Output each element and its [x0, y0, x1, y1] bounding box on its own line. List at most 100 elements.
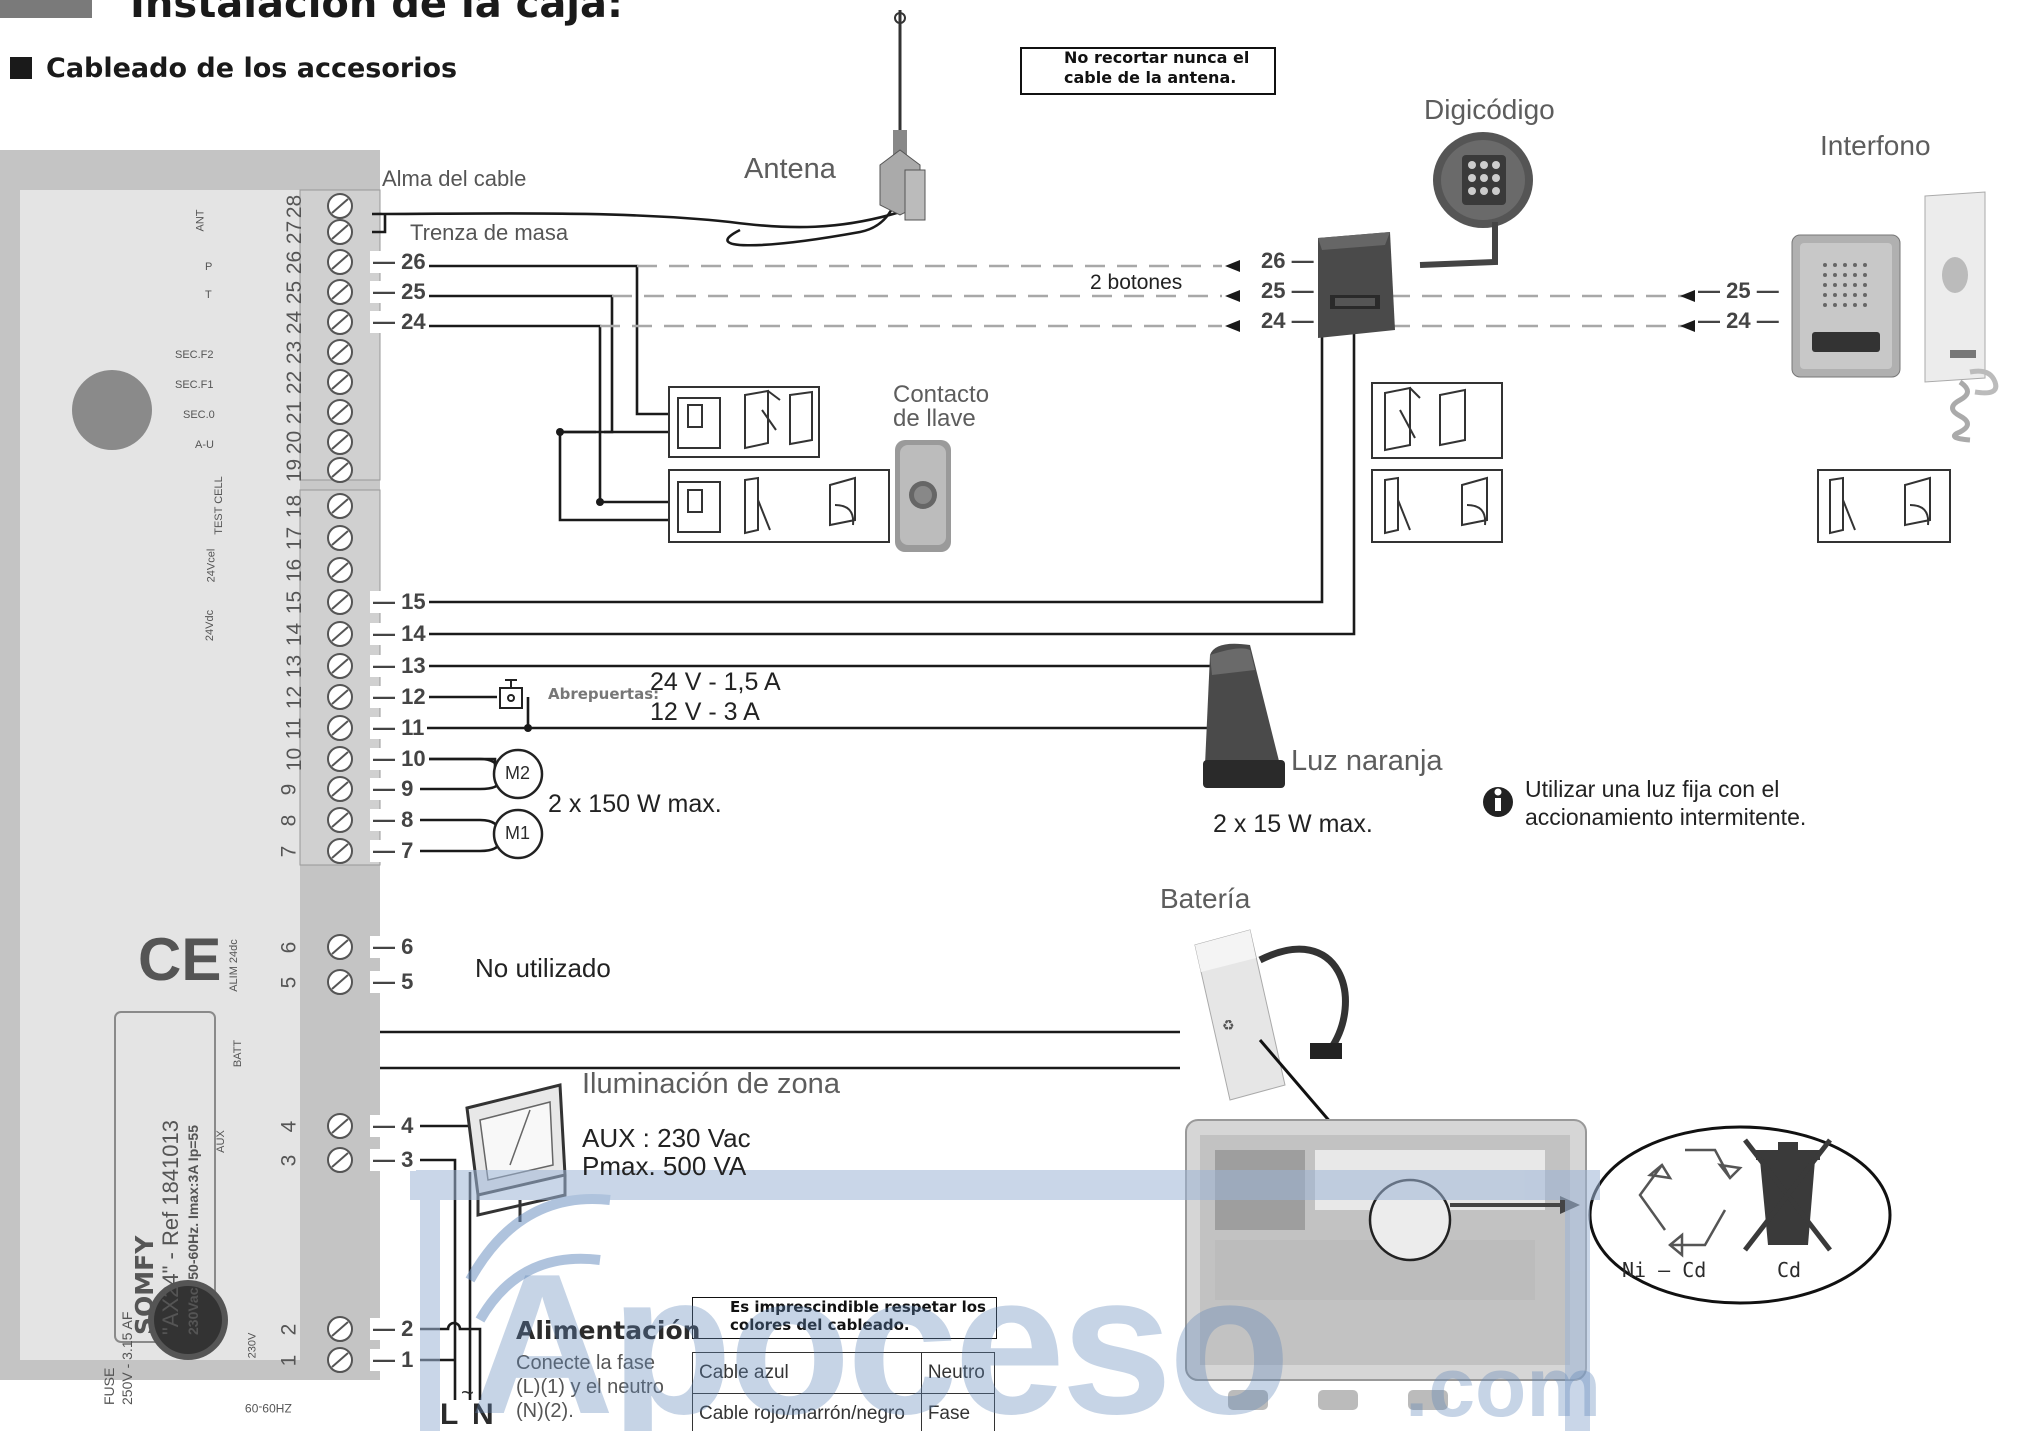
cable-cell: Cable azul: [692, 1352, 922, 1394]
page-title: Instalación de la caja:: [130, 0, 624, 27]
key-contact-label-line2: de llave: [893, 405, 976, 432]
screw-slot-10: [331, 751, 349, 767]
battery-pack: ♻: [1194, 929, 1349, 1101]
orange-light-power: 2 x 15 W max.: [1213, 810, 1373, 838]
wire-label-15: — 15: [370, 591, 429, 613]
terminal-number-14: 14: [283, 622, 307, 647]
side-label-24vdc: 24Vdc: [204, 609, 217, 642]
wire-label-11: — 11: [370, 717, 428, 739]
power-supply-title: Alimentación: [516, 1316, 701, 1345]
wire-label-6: — 6: [370, 936, 417, 958]
motor-m2: [492, 748, 544, 800]
mounting-hole: [72, 370, 152, 450]
digicode-wire-label-24: 24 —: [1258, 310, 1317, 332]
wire-label-26: — 26: [370, 251, 429, 273]
info-note-line2: accionamiento intermitente.: [1525, 804, 1807, 830]
intercom-wire-label-24: — 24 —: [1695, 310, 1782, 332]
wire-label-12: — 12: [370, 686, 429, 708]
table-row: Cable azul Neutro: [692, 1352, 996, 1394]
wire-label-10: — 10: [370, 748, 429, 770]
screw-slot-11: [331, 720, 349, 736]
svg-text:♻: ♻: [1222, 1018, 1235, 1034]
board-model: "AX24" - Ref 1841013: [158, 1120, 183, 1335]
motor-m2-label: M2: [505, 763, 531, 783]
contact-symbol-1: [668, 386, 820, 458]
screw-slot-18: [331, 498, 349, 514]
watermark-suffix: .com: [1405, 1340, 1602, 1431]
digicode-contact-symbol-2: [1371, 469, 1503, 543]
digicode-keypad: [1419, 132, 1533, 268]
wire-label-9: — 9: [370, 778, 417, 800]
screw-slot-2: [331, 1321, 349, 1337]
screw-slot-14: [331, 626, 349, 642]
terminal-number-3: 3: [277, 1154, 301, 1167]
orange-light-lamp: [1203, 643, 1285, 788]
intercom-wire-label-25: — 25 —: [1695, 280, 1782, 302]
wire-label-25: — 25: [370, 281, 429, 303]
use-cell: Fase: [920, 1393, 996, 1431]
fuse-label-rotated: FUSE 250V - 3.15 AF: [98, 1255, 158, 1405]
cable-colors-table: Cable azul Neutro Cable rojo/marrón/negr…: [692, 1352, 996, 1431]
digicode-wire-label-25: 25 —: [1258, 280, 1317, 302]
fuse-label-2: 250V - 3.15 AF: [119, 1311, 135, 1405]
screw-slot-23: [331, 344, 349, 360]
wire-14: [420, 330, 1356, 636]
wire-2: [420, 1321, 482, 1400]
antenna-core-wire: [371, 210, 901, 229]
wire-label-7: — 7: [370, 840, 417, 862]
door-opener-spec1: 24 V - 1,5 A: [650, 668, 781, 696]
digicode-wire-label-26: 26 —: [1258, 250, 1317, 272]
side-label-230v: 230V: [246, 1332, 259, 1359]
digicode-buttons-label: 2 botones: [1090, 271, 1183, 294]
l-label: L: [440, 1398, 459, 1431]
cable-colors-warning-line2: colores del cableado.: [730, 1316, 910, 1334]
intercom-contact-symbol: [1817, 469, 1951, 543]
screw-slot-9: [331, 781, 349, 797]
motors-power: 2 x 150 W max.: [548, 790, 722, 818]
screw-slot-5: [331, 974, 349, 990]
screw-slot-12: [331, 689, 349, 705]
terminal-number-19: 19: [283, 458, 307, 483]
screw-slot-24: [331, 314, 349, 330]
wire-9: [420, 779, 502, 791]
board-code: ZH09-09: [245, 1401, 292, 1415]
screw-slot-21: [331, 404, 349, 420]
terminal-number-11: 11: [282, 717, 306, 740]
door-opener-symbol: [499, 679, 523, 709]
wire-24-to-contact2: [598, 436, 668, 504]
side-label-alim: ALIM 24dc: [227, 939, 240, 992]
side-label-t: T: [205, 289, 212, 301]
wire-24: [420, 324, 602, 436]
side-label-ant: ANT: [194, 209, 207, 232]
screw-terminals: [327, 193, 353, 1373]
zone-light-spec2: Pmax. 500 VA: [582, 1151, 747, 1181]
terminal-number-12: 12: [283, 685, 307, 710]
wire-label-4: — 4: [370, 1115, 417, 1137]
terminal-number-1: 1: [277, 1354, 301, 1367]
contact-symbol-2: [668, 469, 890, 543]
wire-label-14: — 14: [370, 623, 429, 645]
wire-label-24: — 24: [370, 311, 429, 333]
zone-light-spec1: AUX : 230 Vac: [582, 1123, 751, 1153]
zone-light-label: Iluminación de zona: [582, 1068, 840, 1100]
orange-light-label: Luz naranja: [1291, 745, 1443, 777]
junction-dots: [524, 428, 604, 732]
cable-cell: Cable rojo/marrón/negro: [692, 1393, 922, 1431]
key-contact-label-line1: Contacto: [893, 381, 990, 408]
screw-slot-16: [331, 562, 349, 578]
info-note-line1: Utilizar una luz fija con el: [1525, 776, 1780, 802]
motor-m1-label: M1: [505, 823, 531, 843]
terminal-number-21: 21: [283, 400, 307, 425]
recycle-icon: [1638, 1148, 1743, 1258]
terminal-number-2: 2: [277, 1323, 301, 1336]
watermark: [410, 1170, 1600, 1431]
power-supply-desc-3: (N)(2).: [516, 1400, 574, 1422]
side-label-p: P: [205, 261, 213, 273]
screw-slot-27: [331, 224, 349, 240]
terminal-number-27: 27: [283, 220, 307, 245]
screw-slot-25: [331, 284, 349, 300]
wire-label-1: — 1: [370, 1349, 417, 1371]
section-bullet: [10, 57, 32, 79]
wire-label-13: — 13: [370, 655, 429, 677]
